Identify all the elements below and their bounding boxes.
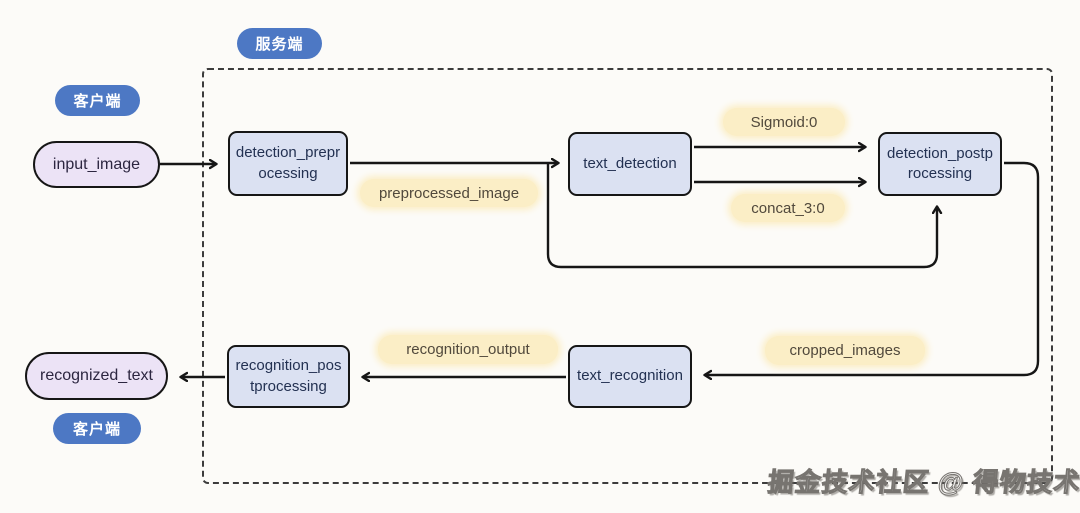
client-badge-bottom: 客户端 (53, 413, 141, 444)
node-recognized-text-label: recognized_text (40, 367, 153, 385)
node-recognition-postprocessing-line2: tprocessing (250, 377, 327, 395)
node-detection-preprocessing: detection_prepr ocessing (228, 131, 348, 196)
node-text-recognition: text_recognition (568, 345, 692, 408)
node-detection-preprocessing-line1: detection_prepr (235, 144, 341, 162)
edge-label-preprocessed-image: preprocessed_image (360, 179, 538, 207)
edge-label-cropped-images: cropped_images (765, 336, 925, 365)
edge-label-recognition-output: recognition_output (378, 335, 558, 364)
watermark-text: 掘金技术社区 @ 得物技术 (766, 467, 1080, 498)
server-badge: 服务端 (237, 28, 322, 59)
node-input-image-label: input_image (52, 155, 141, 173)
node-detection-postprocessing-line1: detection_postp (887, 144, 993, 162)
node-recognition-postprocessing-line1: recognition_pos (235, 357, 342, 375)
node-detection-postprocessing: detection_postp rocessing (878, 132, 1002, 196)
edge-label-concat: concat_3:0 (731, 194, 845, 222)
client-badge-top: 客户端 (55, 85, 140, 116)
node-text-detection: text_detection (568, 132, 692, 196)
node-text-detection-label: text_detection (583, 154, 677, 172)
node-detection-postprocessing-line2: rocessing (907, 165, 973, 182)
edge-postprocessing-to-recognition (705, 161, 1040, 375)
edge-preprocessing-bypass-to-postprocessing (546, 164, 937, 269)
node-detection-preprocessing-line2: ocessing (258, 164, 318, 182)
edge-label-sigmoid: Sigmoid:0 (723, 108, 845, 136)
node-recognition-postprocessing: recognition_pos tprocessing (227, 345, 350, 408)
node-recognized-text: recognized_text (25, 352, 168, 400)
node-input-image: input_image (33, 141, 160, 188)
node-text-recognition-label: text_recognition (577, 367, 683, 385)
server-dashed-region (202, 68, 1053, 484)
